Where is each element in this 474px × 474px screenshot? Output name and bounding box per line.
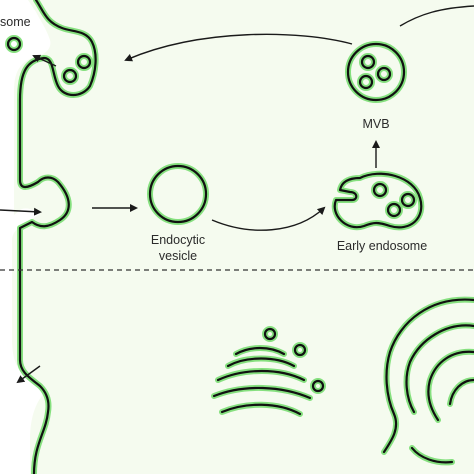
endoplasmic-reticulum	[381, 296, 474, 466]
endocytic-vesicle-label-2: vesicle	[159, 249, 197, 263]
arrow-vesicle-to-endosome	[211, 206, 326, 231]
exosome-label: some	[0, 15, 31, 29]
arrow-mvb-to-membrane	[124, 33, 353, 62]
arrow-exosome-release	[32, 54, 57, 67]
plasma-membrane	[17, 0, 99, 474]
arrow-uptake	[0, 207, 42, 216]
golgi-apparatus	[211, 326, 326, 417]
endocytic-vesicle	[147, 163, 209, 225]
early-endosome-label: Early endosome	[337, 239, 427, 253]
endocytic-vesicle-label-1: Endocytic	[151, 233, 205, 247]
budding-vesicles	[61, 53, 93, 85]
exosome-vesicle	[5, 35, 23, 53]
mvb-label: MVB	[362, 117, 389, 131]
arrow-lower-release	[16, 365, 41, 384]
arrow-top-right-segment	[399, 5, 474, 27]
cytoplasm	[12, 0, 474, 474]
mvb	[345, 41, 407, 103]
early-endosome	[331, 170, 425, 231]
